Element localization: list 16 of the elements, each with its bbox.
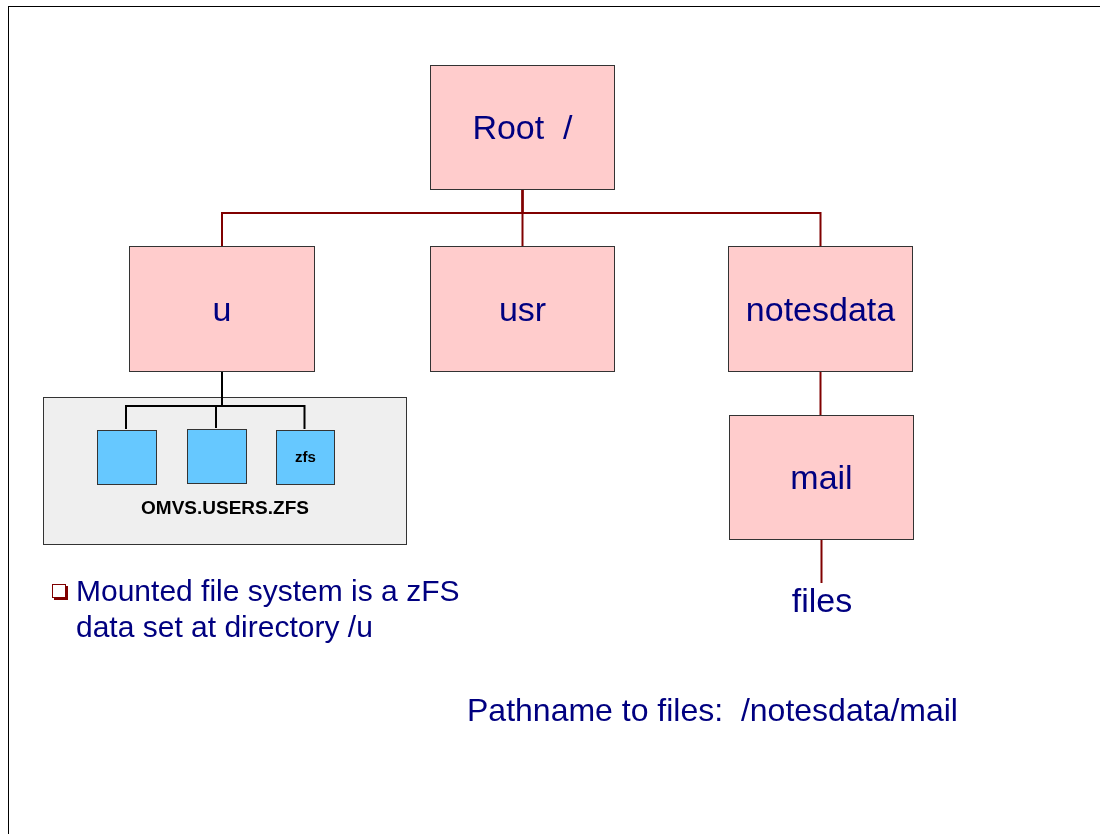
connector-line (820, 539, 823, 584)
folder-box (97, 430, 157, 485)
directory-box: u (129, 246, 315, 372)
node-label: files (776, 583, 868, 627)
bullet-text: Mounted file system is a zFS data set at directory /u (76, 573, 461, 645)
directory-box: usr (430, 246, 615, 372)
directory-box: mail (729, 415, 914, 540)
connector-line (521, 189, 822, 247)
file-system-name: OMVS.USERS.ZFS (140, 495, 310, 520)
folder-box (187, 429, 247, 484)
connector-line (819, 371, 822, 416)
file-system-box (43, 397, 407, 545)
note-text: Pathname to files: /notesdata/mail (467, 691, 958, 730)
directory-box: Root / (430, 65, 615, 190)
folder-box: zfs (276, 430, 335, 485)
directory-box: notesdata (728, 246, 913, 372)
